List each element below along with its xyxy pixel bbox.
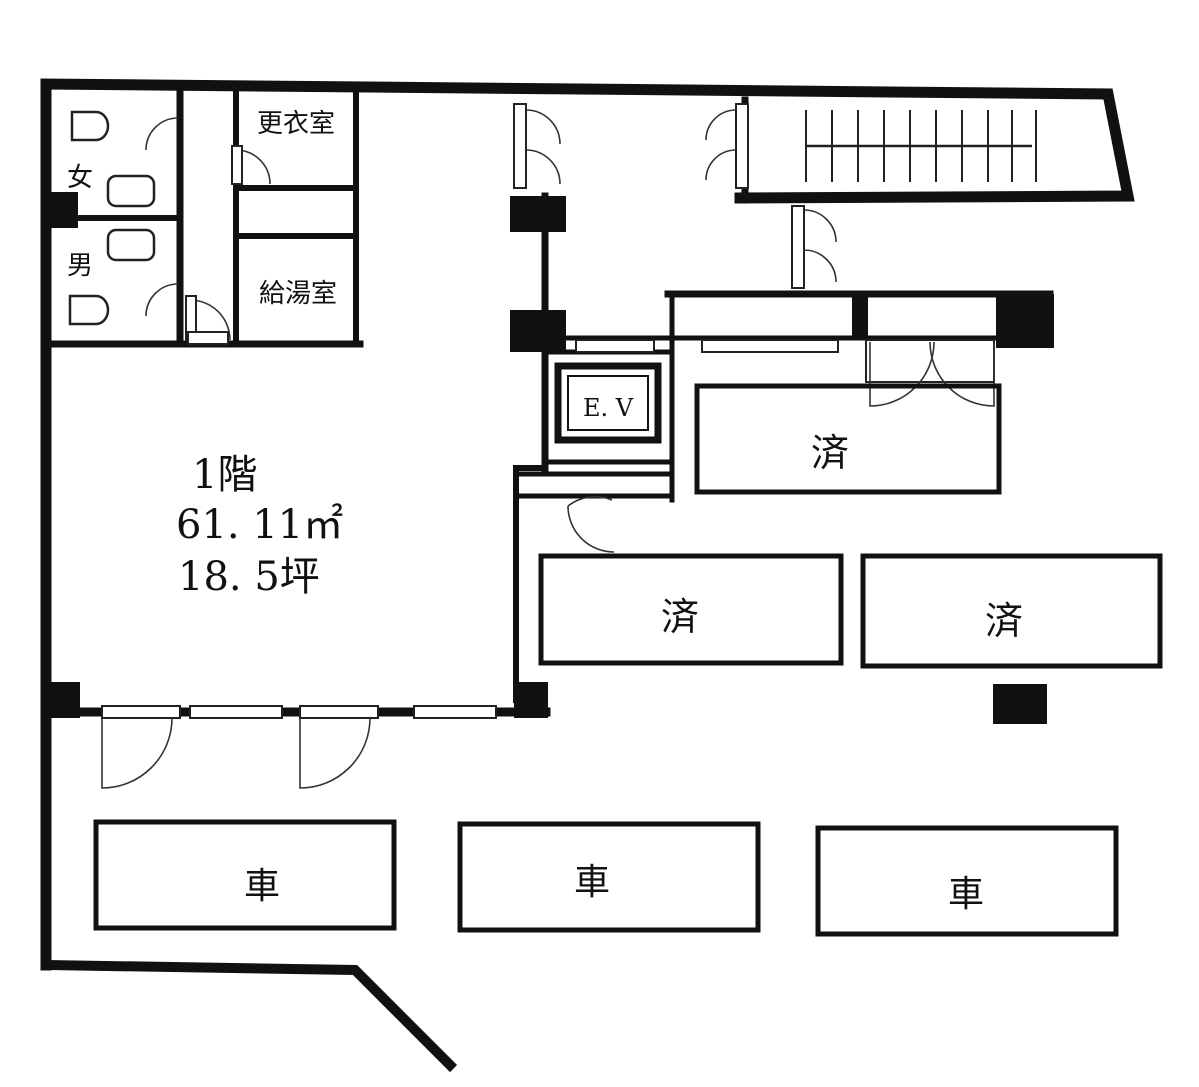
parking-label: 車: [244, 866, 280, 907]
door-swing: [145, 117, 179, 151]
toilet-icon: [68, 294, 110, 326]
occupied-space: [538, 553, 844, 666]
occupied-spaces: 済 済 済: [538, 383, 1163, 724]
occupied-space: [860, 553, 1163, 669]
sink-icon: [106, 228, 156, 262]
entrance-wall: [40, 959, 458, 1073]
door-swing: [525, 149, 561, 185]
womens-toilet-label: 女: [67, 163, 93, 193]
parking-label: 車: [574, 862, 610, 903]
elevator-label: E. V: [583, 394, 634, 422]
occupied-label: 済: [811, 431, 849, 475]
mens-toilet-label: 男: [67, 251, 93, 281]
occupied-label: 済: [985, 599, 1023, 643]
door-swing: [705, 109, 737, 141]
door-swing: [145, 283, 179, 317]
door-swing: [869, 341, 935, 407]
parking-spaces: 車 車 車: [93, 819, 1119, 937]
pillar: [993, 684, 1047, 724]
door-swing: [803, 249, 837, 283]
parking-space: [815, 825, 1119, 937]
kitchenette-label: 給湯室: [259, 279, 337, 309]
parking-space: [457, 821, 761, 933]
exterior-walls: [40, 78, 1135, 1073]
elevator-block: E. V: [517, 290, 1054, 553]
door-swing: [567, 495, 613, 507]
toilet-icon: [70, 110, 110, 142]
occupied-label: 済: [661, 595, 699, 639]
door-swing: [567, 505, 615, 553]
door-swing: [705, 149, 737, 181]
occupied-space: [694, 383, 1002, 495]
door-swing: [929, 341, 995, 407]
main-room: 1階 61. 11㎡ 18. 5坪: [176, 452, 343, 600]
parking-space: [93, 819, 397, 931]
parking-label: 車: [948, 874, 984, 915]
elevator-shaft: [554, 362, 662, 444]
stairs-icon: [805, 110, 1037, 182]
entrance-door: [101, 717, 173, 789]
utility-block: 更衣室 女 男 給湯室: [46, 88, 364, 348]
floor-label: 1階: [192, 452, 257, 498]
changing-room-label: 更衣室: [257, 109, 335, 139]
door-swing: [525, 109, 561, 145]
door-swing: [803, 209, 837, 243]
area-sqm: 61. 11㎡: [176, 502, 343, 548]
area-tsubo: 18. 5坪: [178, 554, 320, 600]
outer-wall: [40, 78, 1135, 971]
stair-area: [513, 96, 1037, 289]
sink-icon: [106, 174, 156, 208]
entrance-door: [299, 717, 371, 789]
